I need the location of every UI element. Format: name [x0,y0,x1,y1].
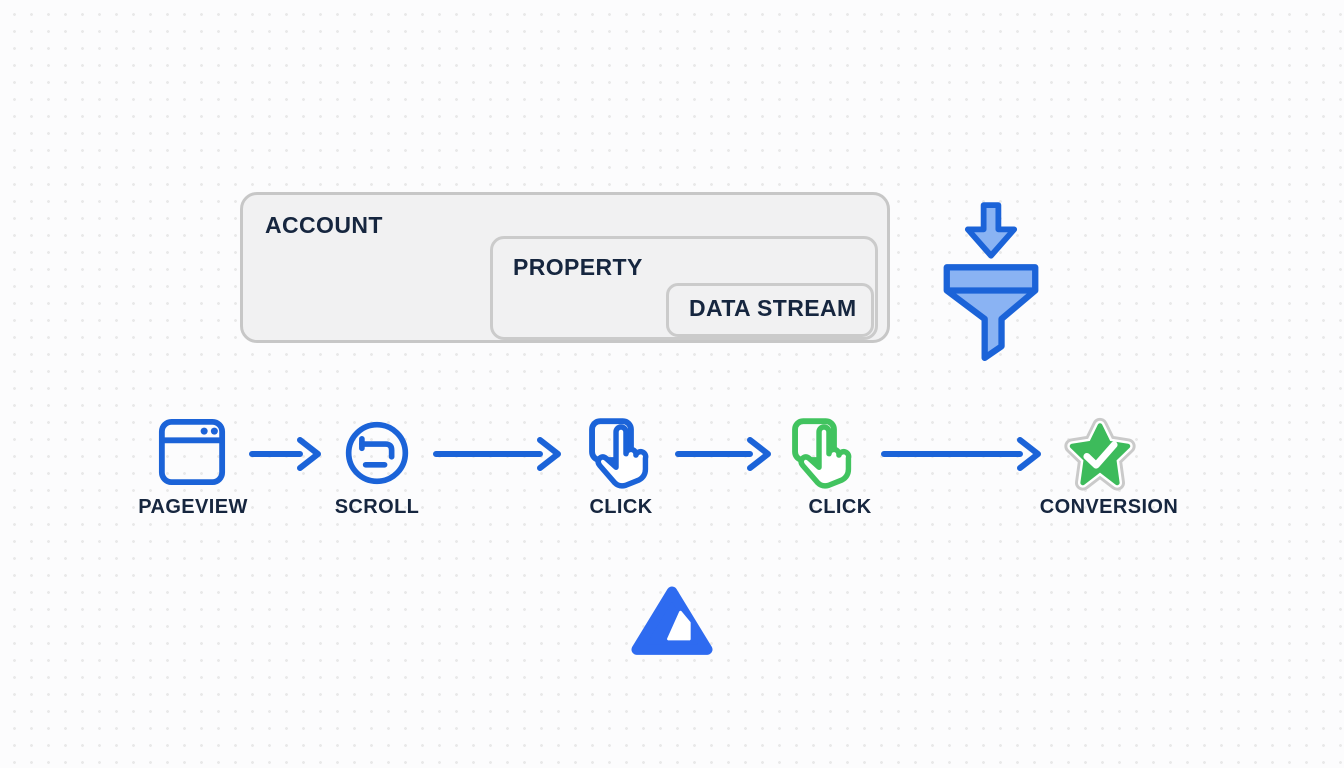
funnel-with-down-arrow-icon [943,202,1039,362]
data-stream-box: DATA STREAM [666,283,874,337]
conversion-label: CONVERSION [1039,496,1179,518]
triangle-logo [631,586,713,655]
scroll-label: SCROLL [334,496,420,518]
tap-hand-icon-blue [589,418,649,489]
pageview-label: PAGEVIEW [138,496,248,518]
scroll-gesture-icon [345,421,409,485]
account-label: ACCOUNT [265,212,383,238]
right-arrow-icon [881,437,1041,471]
property-label: PROPERTY [513,254,643,280]
click-green-label: CLICK [808,496,872,518]
click-blue-label: CLICK [589,496,653,518]
right-arrow-icon [433,437,561,471]
right-arrow-icon [249,437,321,471]
tap-hand-icon-green [792,418,852,489]
browser-window-icon [158,418,226,486]
right-arrow-icon [675,437,771,471]
star-check-icon [1064,417,1136,491]
data-stream-label: DATA STREAM [689,295,857,321]
